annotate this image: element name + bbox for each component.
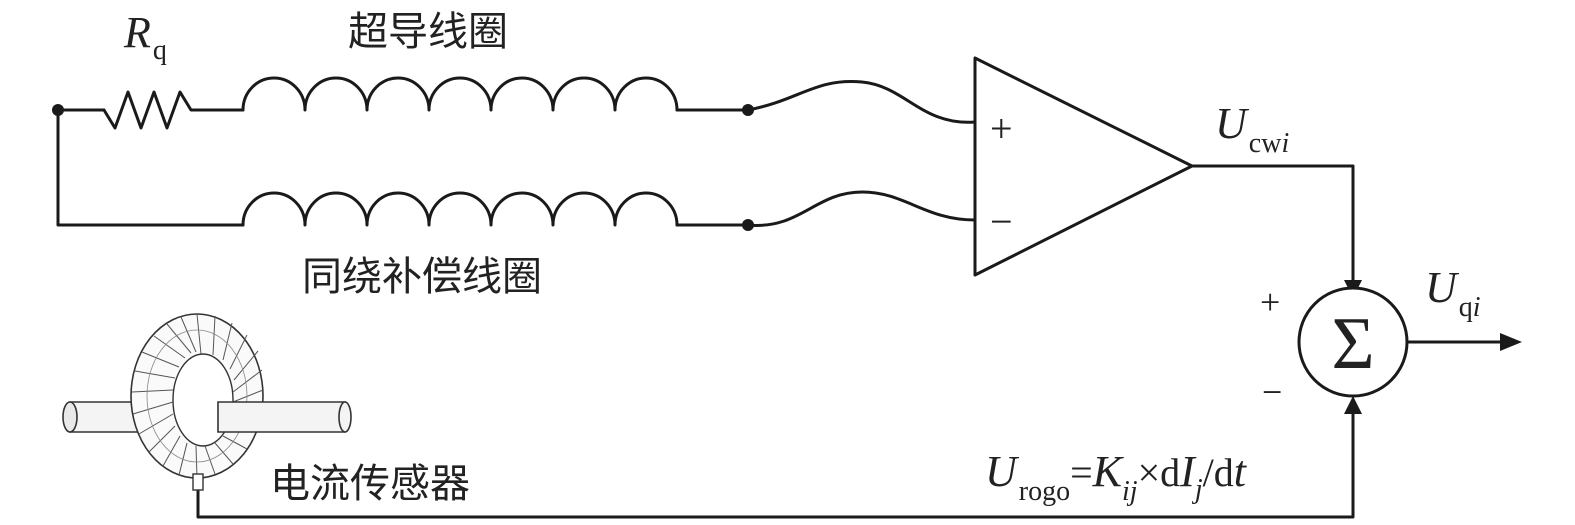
sensor-lead (192, 473, 204, 491)
conductor-end-face (62, 401, 78, 433)
k-symbol: K (1092, 447, 1125, 496)
resistor-symbol: R (123, 8, 151, 57)
current-sensor-label: 电流传感器 (270, 461, 470, 507)
u-cw-index: i (1281, 128, 1289, 159)
u-rogo-equals: = (1070, 450, 1093, 495)
rogowski-feedback-wire (196, 410, 1355, 519)
arrow-into-summer-bottom (1344, 396, 1362, 414)
resistor-rq (102, 90, 202, 130)
u-cw-symbol: U (1215, 99, 1250, 148)
sum-minus-sign: − (1262, 372, 1282, 412)
rogowski-coil (130, 313, 264, 479)
u-rogo-subscript: rogo (1019, 476, 1070, 507)
output-arrowhead (1500, 333, 1522, 351)
compensation-coil-label: 同绕补偿线圈 (302, 254, 542, 300)
compensation-coil (241, 191, 679, 227)
t-symbol: t (1234, 447, 1248, 496)
u-rogo-equation: Urogo=Kij×dIj/dt (985, 447, 1248, 507)
lead-to-minus-input (746, 190, 977, 227)
lead-to-plus-input (746, 80, 977, 124)
left-vertical-wire (56, 108, 245, 227)
times-d: ×d (1138, 450, 1181, 495)
u-cw-subscript: cw (1249, 128, 1282, 159)
u-q-index: i (1473, 292, 1481, 323)
u-q-symbol: U (1425, 263, 1460, 312)
superconducting-coil (241, 76, 679, 112)
sigma-symbol: Σ (1331, 303, 1374, 385)
sum-plus-sign: + (1260, 282, 1280, 322)
slash-d: /d (1203, 450, 1234, 495)
superconducting-coil-label: 超导线圈 (348, 9, 508, 55)
conductor-right (217, 401, 346, 433)
k-subscript: ij (1122, 476, 1138, 507)
current-sensor-illustration (62, 313, 352, 491)
amp-minus-sign: − (990, 199, 1013, 244)
u-rogo-symbol: U (985, 447, 1020, 496)
resistor-label: Rq (123, 8, 167, 66)
amplifier-triangle (973, 56, 1194, 277)
u-cw-label: Ucwi (1215, 99, 1289, 159)
resistor-subscript: q (153, 35, 167, 66)
i-symbol: I (1179, 447, 1197, 496)
amp-plus-sign: + (990, 106, 1013, 151)
amp-output-wire (1190, 164, 1355, 285)
i-subscript: j (1192, 474, 1203, 505)
u-q-subscript: q (1459, 292, 1473, 323)
conductor-right-end (338, 401, 352, 433)
u-q-label: Uqi (1425, 263, 1481, 323)
